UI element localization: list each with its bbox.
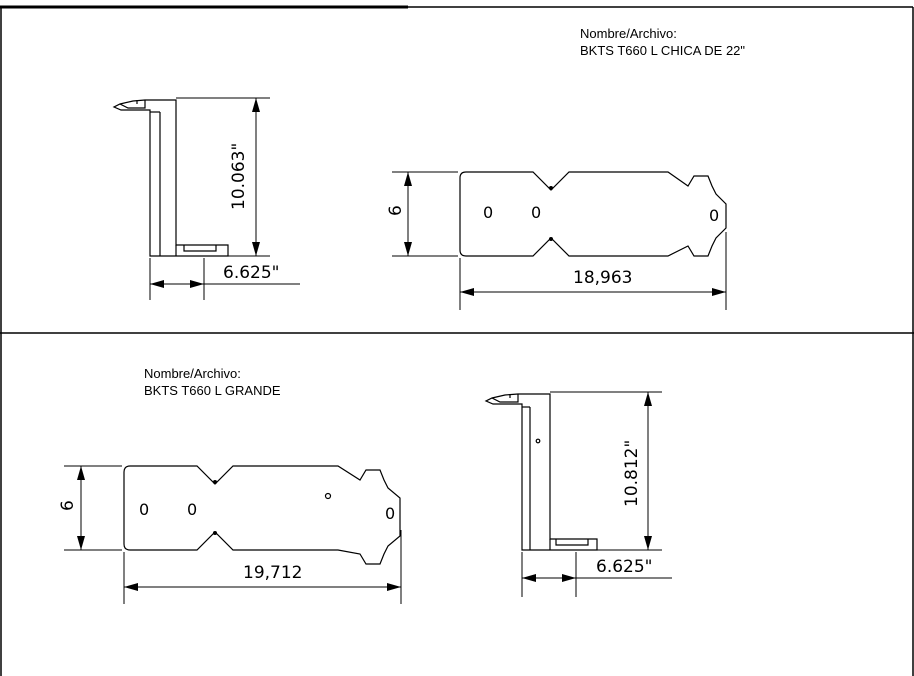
top-width-dim: 6.625" [223,263,280,283]
bottom-width-dim: 6.625" [596,557,653,577]
top-file-label: Nombre/Archivo: [580,26,677,41]
bottom-hole-2: 0 [187,500,197,519]
drawing-frame [0,5,914,676]
bottom-side-view: 10.812" 6.625" [484,391,672,597]
top-side-view: 10.063" 6.625" [112,97,300,300]
top-hole-1: 0 [483,203,493,222]
bottom-flat-pattern: 0 0 0 6 19,712 [58,465,402,604]
bottom-hole-3: 0 [385,504,395,523]
bottom-flat-length-dim: 19,712 [243,563,302,583]
bottom-file-label: Nombre/Archivo: [144,366,241,381]
top-hole-2: 0 [531,203,541,222]
top-flat-width-dim: 6 [386,205,406,216]
bottom-file-name: BKTS T660 L GRANDE [144,383,281,398]
top-hole-3: 0 [709,206,719,225]
bottom-title-block: Nombre/Archivo: BKTS T660 L GRANDE [144,366,281,398]
top-flat-length-dim: 18,963 [573,268,632,288]
top-height-dim: 10.063" [229,143,249,210]
top-title-block: Nombre/Archivo: BKTS T660 L CHICA DE 22" [580,26,745,58]
bottom-hole-1: 0 [139,500,149,519]
bottom-height-dim: 10.812" [622,440,642,507]
top-file-name: BKTS T660 L CHICA DE 22" [580,43,745,58]
top-flat-pattern: 0 0 0 6 18,963 [386,171,727,310]
bottom-flat-width-dim: 6 [58,500,78,511]
